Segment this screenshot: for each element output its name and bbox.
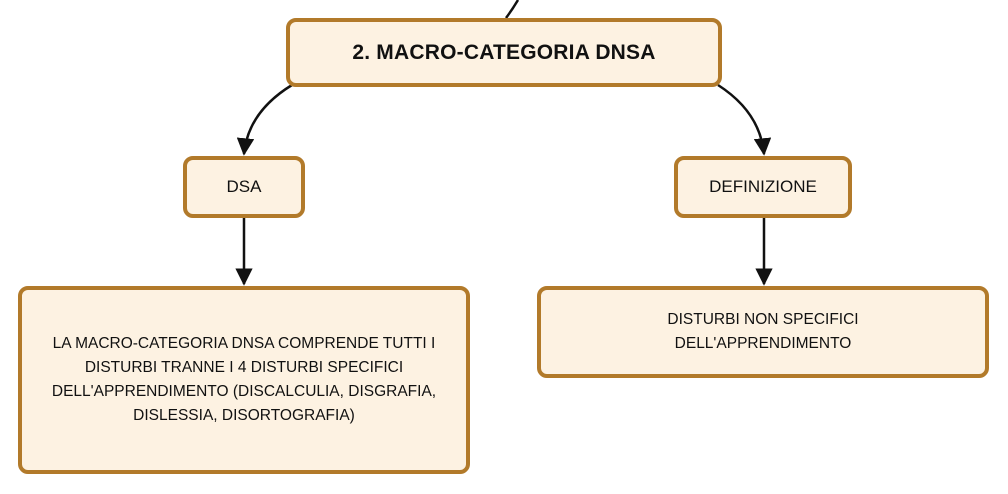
dsa-description-node: LA MACRO-CATEGORIA DNSA COMPRENDE TUTTI …	[18, 286, 470, 474]
definizione-description-text: DISTURBI NON SPECIFICI DELL'APPRENDIMENT…	[667, 310, 859, 352]
incoming-connector	[504, 0, 520, 19]
dsa-description-text: LA MACRO-CATEGORIA DNSA COMPRENDE TUTTI …	[51, 334, 437, 425]
connector-title-to-dsa	[236, 83, 293, 156]
definizione-node: DEFINIZIONE	[674, 156, 852, 218]
connector-title-to-definizione	[717, 83, 772, 156]
dsa-node: DSA	[183, 156, 305, 218]
definizione-label: DEFINIZIONE	[709, 177, 817, 196]
title-text: 2. MACRO-CATEGORIA DNSA	[352, 40, 656, 64]
title-node: 2. MACRO-CATEGORIA DNSA	[286, 18, 722, 87]
definizione-description-node: DISTURBI NON SPECIFICI DELL'APPRENDIMENT…	[537, 286, 989, 378]
dsa-label: DSA	[226, 177, 262, 196]
